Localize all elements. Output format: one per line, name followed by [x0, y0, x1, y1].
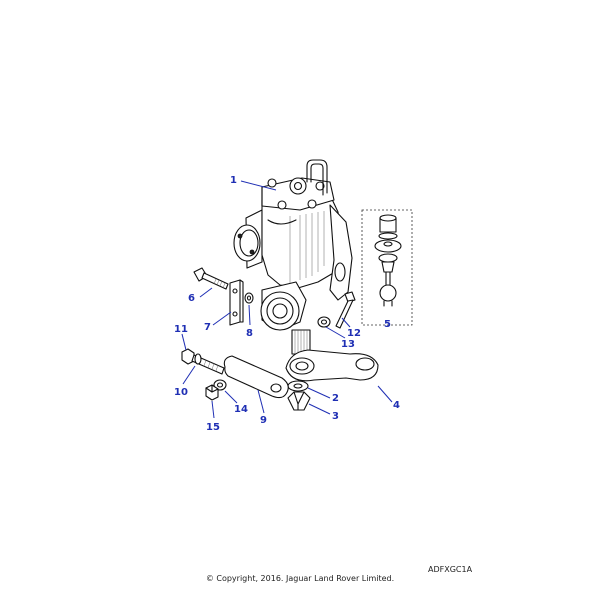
drop-arm	[285, 349, 379, 382]
ball-joint-kit	[361, 209, 413, 326]
callout-10: 10	[174, 387, 188, 398]
callout-4: 4	[393, 400, 400, 411]
copyright-notice: © Copyright, 2016. Jaguar Land Rover Lim…	[205, 574, 395, 583]
bolt-10	[191, 353, 225, 375]
plate-7	[229, 279, 244, 326]
leader-lines	[181, 180, 393, 419]
callout-5: 5	[384, 319, 391, 330]
nut-15	[205, 384, 219, 401]
callout-1: 1	[230, 175, 237, 186]
washer-2	[287, 380, 309, 392]
callout-labels: 1 2 3 4 5 6 7 8 9 10 11 12 13 14 15	[174, 175, 400, 433]
callout-14: 14	[234, 404, 248, 415]
bolt-12	[335, 291, 356, 329]
callout-7: 7	[204, 322, 211, 333]
drawing-code: ADFXGC1A	[428, 565, 473, 574]
callout-12: 12	[347, 328, 361, 339]
callout-13: 13	[341, 339, 355, 350]
washer-14	[213, 379, 227, 391]
link-arm-9	[223, 355, 289, 399]
steering-box	[233, 159, 353, 355]
callout-9: 9	[260, 415, 267, 426]
washer-8	[244, 292, 254, 304]
callout-3: 3	[332, 411, 339, 422]
callout-11: 11	[174, 324, 188, 335]
washer-13	[317, 316, 331, 328]
callout-2: 2	[332, 393, 339, 404]
callout-8: 8	[246, 328, 253, 339]
nut-3	[287, 391, 311, 411]
bolt-6	[193, 267, 229, 290]
callout-15: 15	[206, 422, 220, 433]
nut-11	[181, 348, 195, 365]
callout-6: 6	[188, 293, 195, 304]
